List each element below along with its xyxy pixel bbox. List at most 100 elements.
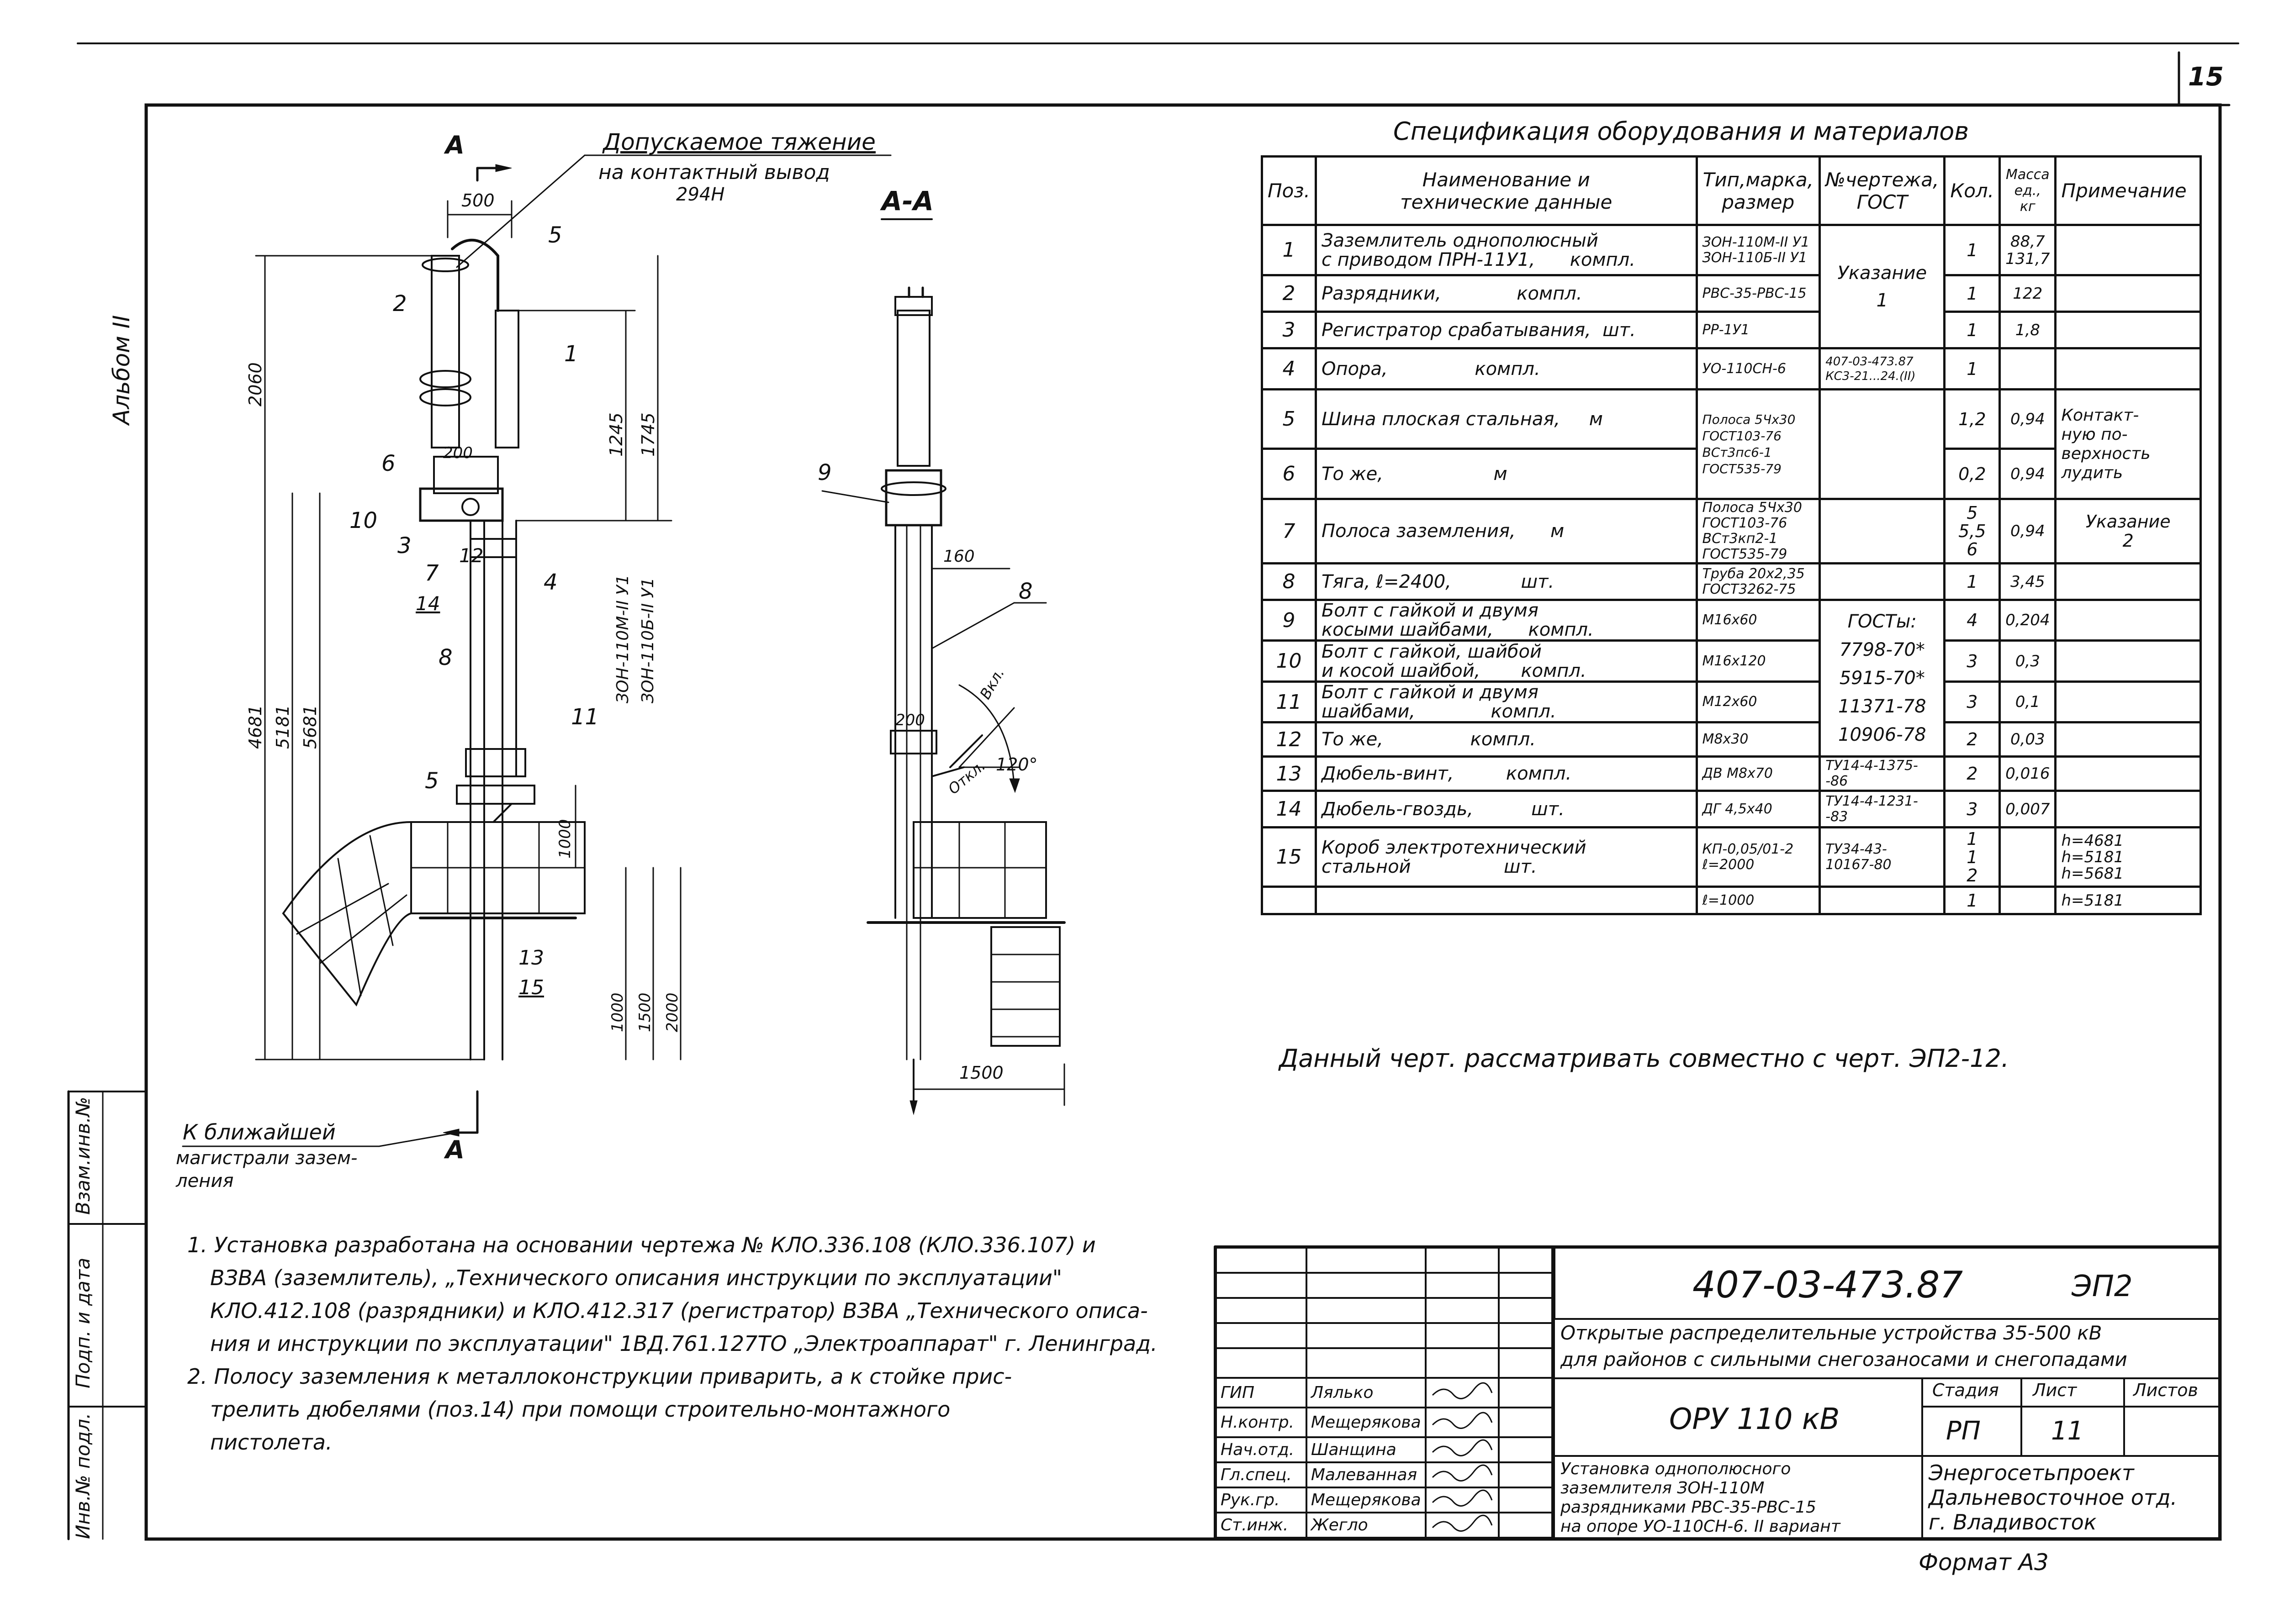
- spec-note: [2054, 639, 2202, 683]
- spec-drawing: [1819, 562, 1946, 601]
- stamp-empty-cell: [1305, 1322, 1427, 1349]
- spec-note: [2054, 599, 2202, 642]
- signature-scribble: [1432, 1489, 1493, 1507]
- spec-drawing: [1819, 886, 1946, 915]
- stamp-role: Рук.гр.: [1215, 1487, 1307, 1513]
- spec-type-line: Полоса 5Чх30 ГОСТ103-76: [1702, 500, 1802, 531]
- spec-type-line: М16х60: [1702, 612, 1757, 628]
- spec-pos: 6: [1261, 448, 1317, 500]
- spec-name-line: шайбами, компл.: [1321, 701, 1556, 722]
- spec-drawing-line: 10167-80: [1825, 856, 1892, 873]
- col-header-note: Примечание: [2054, 155, 2202, 226]
- stamp-role: Н.контр.: [1215, 1407, 1307, 1438]
- spec-pos: 8: [1261, 562, 1317, 601]
- stamp-signature: [1424, 1407, 1500, 1438]
- sheet-value: 11: [2051, 1416, 2084, 1446]
- pos-4: 4: [544, 569, 558, 595]
- spec-name-line: Опора, компл.: [1321, 358, 1540, 380]
- spec-type: РВС-35-РВС-15: [1695, 274, 1821, 313]
- spec-type-line: УО-110СН-6: [1702, 360, 1786, 377]
- spec-note: [2054, 790, 2202, 828]
- spec-type: Труба 20х2,35 ГОСТ3262-75: [1695, 562, 1821, 601]
- spec-type-line: ℓ=2000: [1702, 856, 1755, 873]
- spec-name-line: и косой шайбой, компл.: [1321, 660, 1586, 681]
- stamp-signature: [1424, 1461, 1500, 1488]
- spec-type: М8х30: [1695, 721, 1821, 758]
- header-mass-line-3: кг: [2020, 199, 2036, 215]
- spec-drawing-line: ТУ34-43-: [1825, 841, 1887, 857]
- stamp-empty-cell: [1497, 1297, 1554, 1324]
- spec-qty-line: 4: [1967, 610, 1978, 630]
- note-line-2: ВЗВА (заземлитель), „Технического описан…: [210, 1265, 1063, 1290]
- signature-scribble: [1432, 1464, 1493, 1482]
- spec-type-line: ЗОН-110Б-II У1: [1702, 249, 1808, 266]
- remark: Данный черт. рассматривать совместно с ч…: [1279, 1044, 2009, 1073]
- leader-text-2: 294Н: [676, 184, 725, 205]
- spec-qty: 2: [1943, 721, 2001, 758]
- stamp-title-line-1: Установка однополюсного: [1560, 1460, 1791, 1478]
- stamp-row: [1215, 1247, 1554, 1274]
- dim-1500-vert: 1500: [636, 992, 654, 1032]
- spec-mass: 0,94: [1998, 448, 2057, 500]
- spec-note-line: ную по-: [2061, 425, 2128, 444]
- spec-drawing-line: -83: [1825, 808, 1848, 825]
- spec-qty-line: 0,2: [1958, 464, 1986, 484]
- spec-type: ДВ М8х70: [1695, 755, 1821, 792]
- spec-drawing-line: 5915-70*: [1839, 668, 1925, 689]
- dim-5681: 5681: [300, 705, 320, 749]
- spec-qty-line: 6: [1967, 539, 1978, 559]
- note-line-6: трелить дюбелями (поз.14) при помощи стр…: [210, 1397, 951, 1422]
- spec-drawing-line: 7798-70*: [1839, 639, 1925, 660]
- spec-pos: 9: [1261, 599, 1317, 642]
- pos-3: 3: [397, 533, 412, 559]
- dim-200: 200: [443, 444, 473, 462]
- spec-type-line: РР-1У1: [1702, 322, 1750, 338]
- note-line-4: ния и инструкции по эксплуатации" 1ВД.76…: [210, 1331, 1158, 1356]
- pos-15: 15: [518, 976, 544, 999]
- stamp-signature: [1424, 1377, 1500, 1408]
- spec-qty-line: 1: [1967, 240, 1978, 260]
- rotated-type-2: ЗОН-110Б-II У1: [639, 577, 657, 703]
- stamp-row: Нач.отд.Шанщина: [1215, 1436, 1554, 1463]
- spec-mass: [1998, 347, 2057, 390]
- spec-drawing: ТУ14-4-1231--83: [1819, 790, 1946, 828]
- note-line-7: пистолета.: [210, 1430, 333, 1455]
- header-name-line-2: технические данные: [1400, 190, 1613, 213]
- stamp-role: Ст.инж.: [1215, 1512, 1307, 1539]
- notes-block: 1. Установка разработана на основании че…: [187, 1229, 1158, 1459]
- spec-qty: 3: [1943, 680, 2001, 723]
- stamp-title-line-3: разрядниками РВС-35-РВС-15: [1560, 1498, 1816, 1517]
- spec-title: Спецификация оборудования и материалов: [1393, 117, 1969, 146]
- section-mark-bottom: А: [445, 1135, 465, 1164]
- spec-mass-line: 0,94: [2010, 410, 2045, 428]
- spec-drawing-line: КС3-21...24.(II): [1825, 369, 1916, 383]
- stamp-role: Нач.отд.: [1215, 1436, 1307, 1463]
- header-type-line-1: Тип,марка,: [1702, 168, 1813, 191]
- spec-name: То же, м: [1314, 448, 1698, 500]
- pos-12: 12: [459, 544, 484, 567]
- col-header-type: Тип,марка, размер: [1695, 155, 1821, 226]
- spec-mass: 0,016: [1998, 755, 2057, 792]
- spec-mass-line: 0,016: [2005, 765, 2050, 783]
- stage-grid: [1923, 1379, 2220, 1457]
- stamp-row: [1215, 1272, 1554, 1299]
- stamp-row: Рук.гр.Мещерякова: [1215, 1487, 1554, 1513]
- dim-1900: 1000: [556, 819, 574, 859]
- spec-pos: 2: [1261, 274, 1317, 313]
- section-mark-top: А: [445, 131, 465, 159]
- spec-note: [2054, 274, 2202, 313]
- spec-qty-line: 5,5: [1958, 521, 1986, 541]
